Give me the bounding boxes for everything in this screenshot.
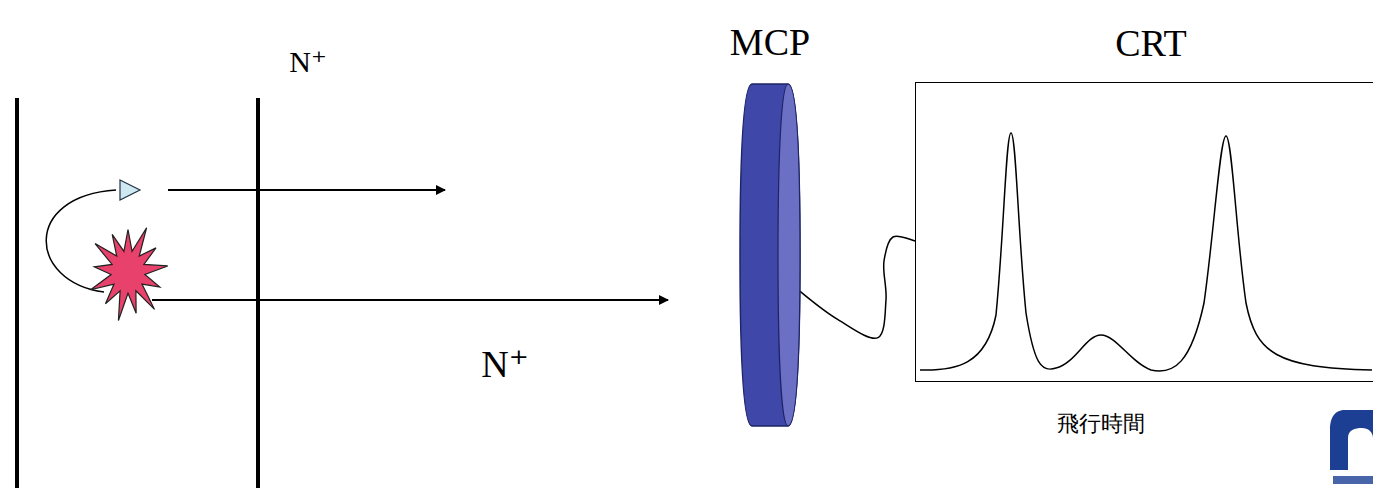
logo-fragment — [1330, 410, 1373, 484]
ion-triangle — [120, 180, 140, 200]
signal-cable — [798, 236, 915, 338]
return-curve — [46, 190, 116, 292]
node-heading: CRT — [1115, 21, 1187, 65]
ion-label: N⁺ — [289, 44, 327, 79]
mcp-disk — [738, 82, 802, 428]
crt-display: CRT飛行時間 — [915, 82, 1373, 382]
mcp-detector: MCP — [738, 82, 802, 428]
node-heading: MCP — [730, 20, 810, 64]
ion-label: N⁺ — [481, 342, 529, 386]
ion-path-arrow — [168, 189, 445, 191]
electrode-plate — [15, 98, 19, 488]
tof-waveform — [916, 83, 1373, 383]
axis-label: 飛行時間 — [1057, 409, 1145, 439]
electrode-grid — [256, 98, 260, 488]
ionization-burst — [91, 228, 168, 321]
burst-shape — [91, 228, 168, 321]
ion-path-arrow — [152, 299, 668, 301]
